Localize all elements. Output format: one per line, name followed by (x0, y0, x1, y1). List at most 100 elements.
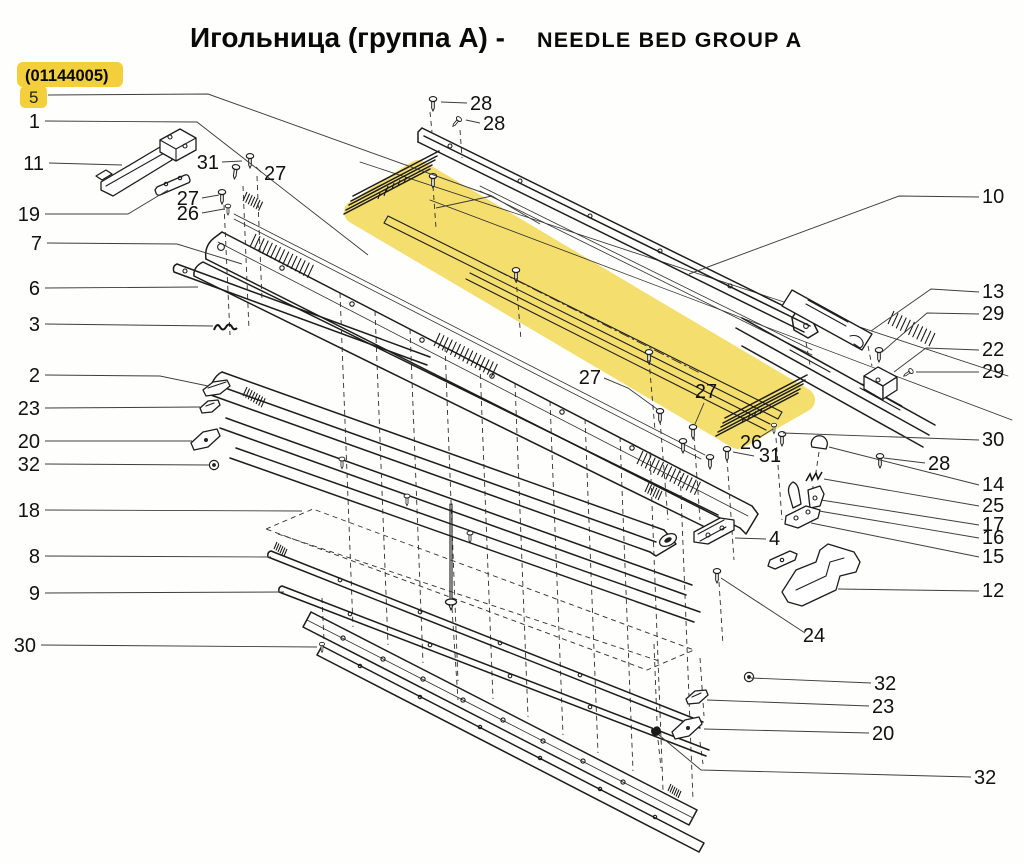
leader-line (881, 312, 980, 353)
part-number-label: 16 (982, 527, 1004, 549)
dashed-panel-part-18 (264, 508, 696, 671)
part-number-label: 11 (23, 153, 44, 175)
needle-comb (636, 450, 701, 496)
leader-line (810, 522, 980, 558)
part-number-label: 30 (982, 429, 1004, 451)
leader-line (706, 699, 870, 707)
leader-line (688, 195, 980, 275)
part-number-label: 27 (264, 163, 286, 185)
bar-part-13 (781, 289, 873, 351)
part-number-label: 19 (18, 204, 40, 226)
part-number-label: 27 (695, 381, 717, 403)
page-title-english: NEEDLE BED GROUP A (537, 28, 802, 52)
dark-nut-part-32 (651, 726, 661, 736)
leader-line (732, 451, 755, 457)
leader-line (720, 577, 806, 634)
leader-line (703, 728, 870, 734)
part-number-label: 18 (18, 500, 40, 522)
part-number-label: 30 (14, 635, 36, 657)
leader-line (48, 162, 123, 166)
leader-line (255, 166, 262, 173)
needle-bed-part-5 (343, 150, 808, 437)
part-number-label: 10 (982, 186, 1004, 208)
leader-line (44, 120, 369, 256)
leader-line (759, 428, 774, 438)
screws (217, 96, 915, 653)
part-number-label: 13 (982, 281, 1004, 303)
needle-group-left (343, 150, 440, 215)
leader-line (46, 242, 243, 265)
needle-comb (273, 541, 288, 557)
part-number-label: 25 (982, 495, 1004, 517)
leader-line (734, 537, 767, 540)
clip-part-20 (190, 428, 221, 451)
part-number-label: 20 (18, 431, 40, 453)
leader-line (828, 446, 980, 486)
leader-line (201, 194, 220, 199)
leader-line (440, 101, 468, 104)
leader-line (603, 377, 658, 410)
part-number-label: 29 (982, 361, 1004, 383)
leader-line (750, 677, 872, 684)
needle-comb (667, 783, 682, 799)
leader-line (44, 374, 209, 387)
leader-line (44, 323, 214, 327)
part-number-label: 26 (177, 203, 199, 225)
part-number-label: 32 (874, 673, 896, 695)
part-number-label: 23 (872, 696, 894, 718)
needle-group-right (715, 374, 808, 437)
part-number-label: 27 (579, 367, 601, 389)
part-number-label: 15 (982, 546, 1004, 568)
clip-part-2 (202, 379, 231, 397)
leader-line (870, 288, 980, 332)
leader-line (658, 734, 972, 778)
bracket-part-12 (781, 543, 861, 607)
part-number-label: 32 (974, 767, 996, 789)
part-number-label: 31 (197, 152, 219, 174)
bottom-right-fasteners (651, 671, 755, 740)
part-number-label: 26 (740, 432, 762, 454)
part-number-label: 2 (29, 365, 40, 387)
leader-line (44, 463, 210, 466)
leader-line (44, 509, 303, 512)
leader-line (45, 189, 169, 215)
part-number-label: 20 (872, 723, 894, 745)
plate-near-12 (767, 550, 798, 570)
leader-line (837, 588, 980, 592)
long-pin (444, 503, 458, 611)
leader-line (823, 478, 980, 507)
part-number-label: 12 (982, 580, 1004, 602)
leader-line (893, 347, 980, 373)
part-number-label: 4 (769, 528, 780, 550)
needle-comb (242, 191, 264, 211)
part-number-label: 23 (18, 398, 40, 420)
part-number-label: 3 (29, 314, 40, 336)
part-number-label: 29 (982, 303, 1004, 325)
leader-line (221, 160, 243, 163)
needle-comb (433, 332, 498, 378)
needle-comb (242, 386, 266, 408)
part-number-label: 14 (982, 474, 1004, 496)
part-number-label: 28 (928, 453, 950, 475)
clip-part-23-lower (685, 689, 709, 705)
bed-panel-part-10 (359, 161, 1013, 421)
page-title-russian: Игольница (группа А) - (190, 22, 505, 53)
leader-line (40, 644, 318, 648)
highlighted-part-number: 5 (29, 88, 38, 107)
leader-line (44, 591, 285, 594)
leader-line (44, 286, 199, 289)
leader-line (694, 402, 705, 425)
bottom-rails (267, 541, 710, 853)
part-number-label: 8 (29, 546, 40, 568)
part-number-label: 22 (982, 339, 1004, 361)
bracket-part-22 (863, 366, 898, 401)
spring-part-25 (805, 471, 823, 482)
part-number-label: 1 (29, 111, 40, 133)
plate-part-19 (154, 174, 191, 196)
part-code-chip: (01144005) 5 (17, 62, 541, 225)
projection-lines (223, 111, 873, 801)
part-number-label: 17 (982, 514, 1004, 536)
leader-line (201, 208, 225, 214)
